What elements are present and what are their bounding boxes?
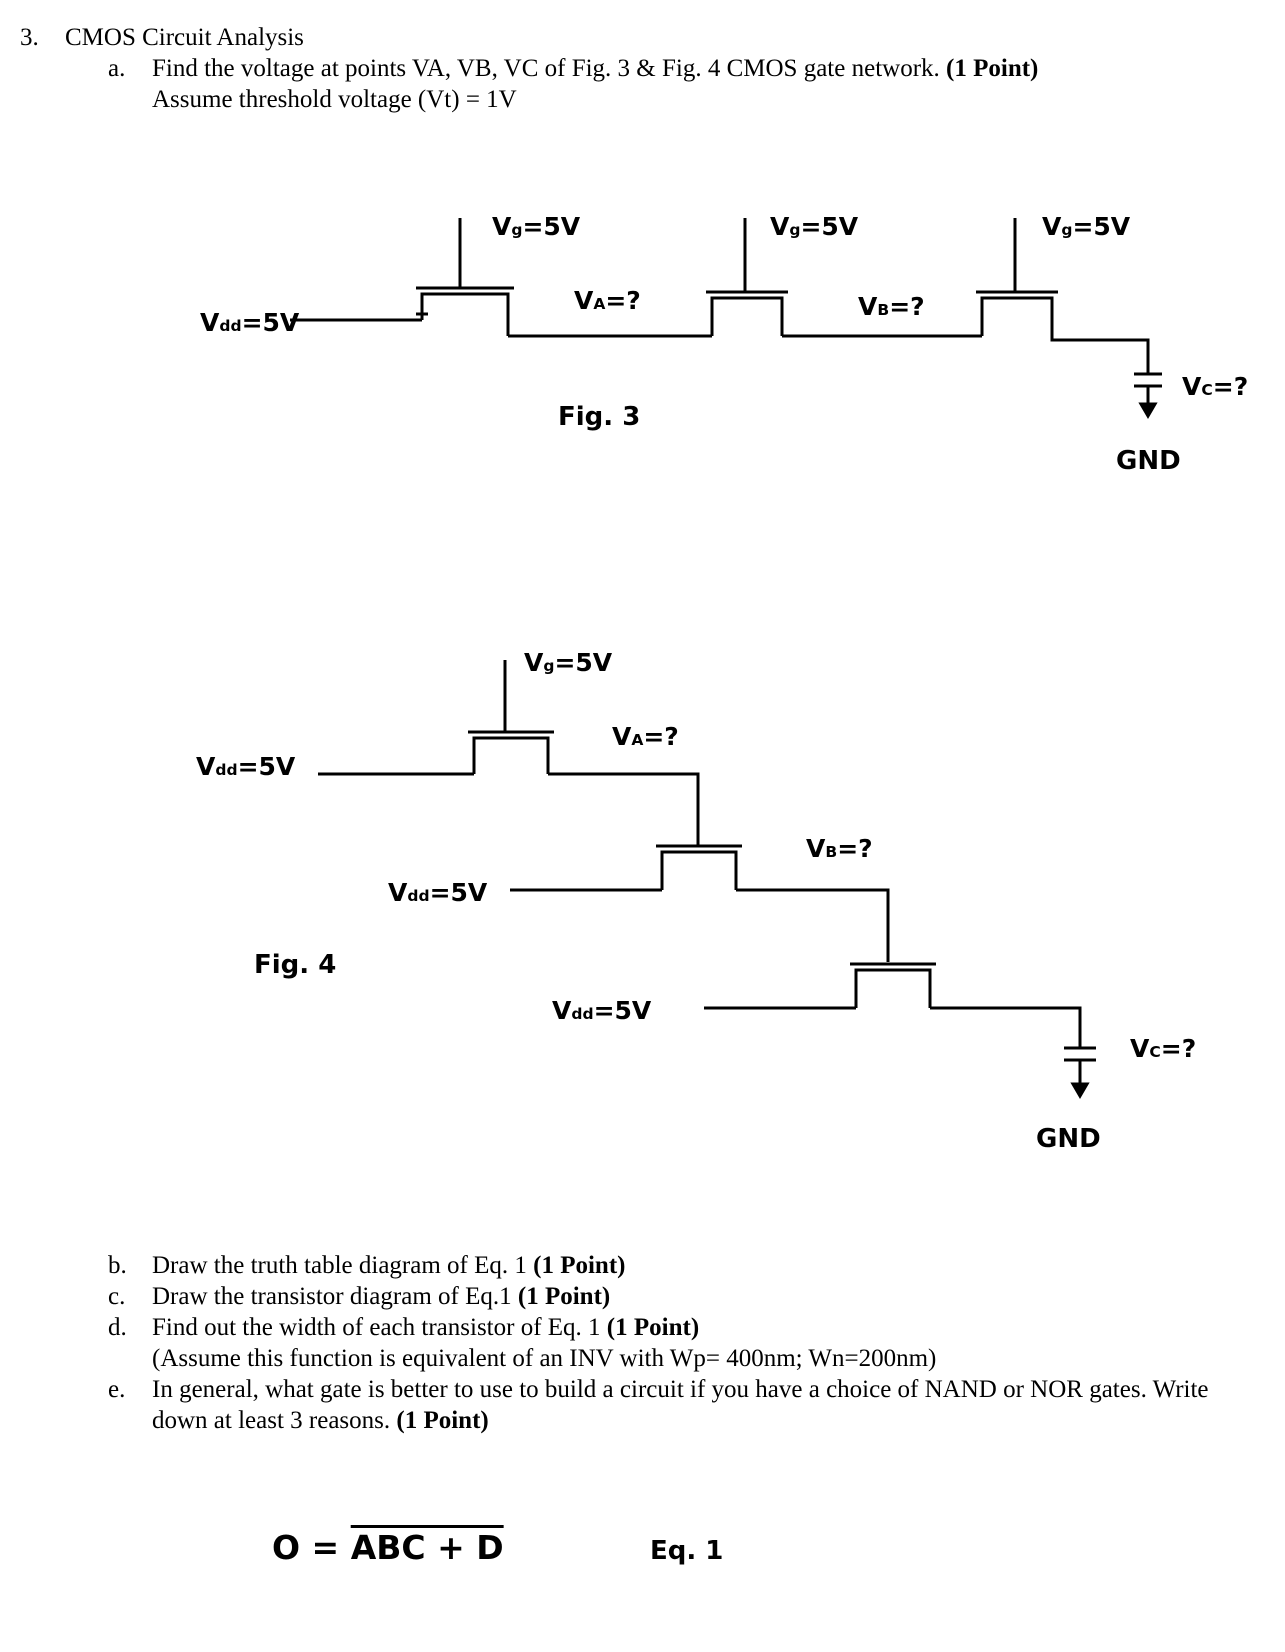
fig4-node-b-wire (736, 888, 890, 962)
fig3-gnd-label: GND (1116, 446, 1181, 476)
part-d-text: Find out the width of each transistor of… (152, 1314, 700, 1341)
fig4-gnd-label: GND (1036, 1124, 1101, 1154)
fig3-ground-arrow (1138, 402, 1158, 419)
fig3-transistor-2 (706, 218, 788, 336)
fig4-ground-arrow (1070, 1082, 1090, 1099)
part-b-letter: b. (108, 1252, 127, 1279)
fig3-gate-label-3: Vg=5V (1042, 212, 1131, 241)
fig4-node-a-label: VA=? (612, 722, 679, 751)
part-e-text-line-1: In general, what gate is better to use t… (152, 1376, 1209, 1403)
fig3-gate-label-2: Vg=5V (770, 212, 859, 241)
fig4-gate-label: Vg=5V (524, 648, 613, 677)
equation-label: Eq. 1 (650, 1536, 724, 1566)
fig3-transistor-3 (976, 218, 1058, 336)
fig4-node-c-wire (930, 1006, 1082, 1048)
part-e-points: (1 Point) (396, 1407, 489, 1434)
fig4-vdd-label-2: Vdd=5V (388, 878, 488, 907)
part-a-text: Find the voltage at points VA, VB, VC of… (152, 55, 1039, 82)
equation-rhs: ABC + D (350, 1528, 504, 1567)
part-b-text: Draw the truth table diagram of Eq. 1 (1… (152, 1252, 626, 1279)
fig4-node-b-label: VB=? (806, 834, 873, 863)
part-d-letter: d. (108, 1314, 127, 1341)
fig4-transistor-1 (468, 660, 554, 774)
part-a-letter: a. (108, 55, 126, 82)
part-c-points: (1 Point) (517, 1283, 611, 1310)
fig4-vdd-label-3: Vdd=5V (552, 996, 652, 1025)
part-e-text-line-2: down at least 3 reasons. (1 Point) (152, 1407, 489, 1434)
fig3-node-b-label: VB=? (858, 292, 925, 321)
fig4-node-c-label: VC=? (1130, 1034, 1197, 1063)
fig4-vdd-label-1: Vdd=5V (196, 752, 296, 781)
part-b-points: (1 Point) (533, 1252, 626, 1279)
equation-lhs: O = (272, 1528, 340, 1567)
fig4-transistor-3 (850, 962, 936, 1008)
fig3-gate-label-1: Vg=5V (492, 212, 581, 241)
fig4-node-a-wire (548, 772, 700, 846)
fig3-node-c-wire (1050, 336, 1150, 374)
part-c-letter: c. (108, 1283, 126, 1310)
part-a-points: (1 Point) (946, 55, 1039, 82)
part-e-letter: e. (108, 1376, 126, 1403)
fig4-caption: Fig. 4 (254, 950, 337, 980)
fig3-node-c-label: VC=? (1182, 372, 1249, 401)
fig3-transistor-1 (416, 218, 514, 336)
fig3-vdd-label: Vdd=5V (200, 308, 300, 337)
fig4-circuit (318, 660, 1096, 1099)
fig3-caption: Fig. 3 (558, 402, 641, 432)
part-a-assumption: Assume threshold voltage (Vt) = 1V (152, 86, 517, 113)
equation-expression: O = ABC + D (272, 1528, 504, 1568)
fig3-circuit (290, 218, 1162, 419)
fig4-transistor-2 (656, 844, 742, 890)
fig3-node-a-label: VA=? (574, 286, 641, 315)
part-c-text: Draw the transistor diagram of Eq.1 (1 P… (152, 1283, 611, 1310)
question-number: 3. (20, 24, 39, 51)
part-d-assumption: (Assume this function is equivalent of a… (152, 1345, 937, 1372)
question-title: CMOS Circuit Analysis (65, 24, 304, 51)
part-d-points: (1 Point) (606, 1314, 700, 1341)
